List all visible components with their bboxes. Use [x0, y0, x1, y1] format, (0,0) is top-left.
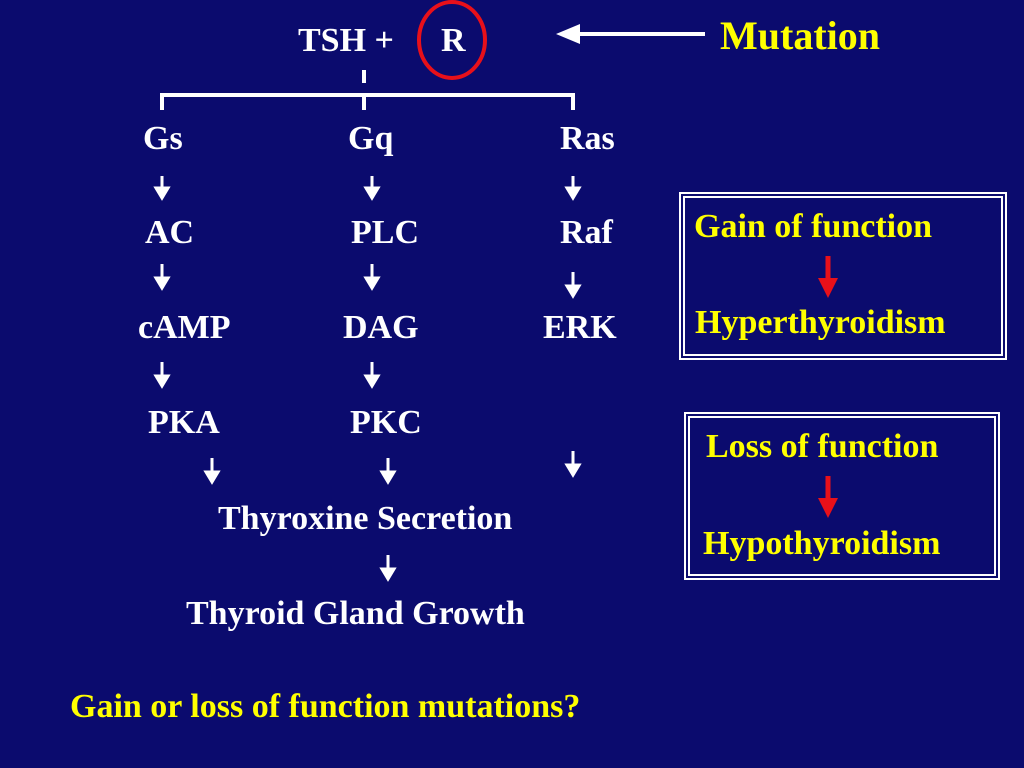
- arrow-down-icon: [564, 176, 582, 201]
- gain-of-function-title: Gain of function: [694, 208, 933, 245]
- arrow-down-icon: [153, 176, 171, 201]
- question-text: Gain or loss of function mutations?: [70, 688, 581, 725]
- red-arrow-down-icon: [818, 476, 838, 518]
- arrow-down-icon: [153, 362, 171, 389]
- arrow-down-icon: [564, 451, 582, 478]
- red-arrow-down-icon: [818, 256, 838, 298]
- hyperthyroidism-label: Hyperthyroidism: [695, 304, 946, 341]
- mutation-arrow: [556, 24, 705, 44]
- hypothyroidism-label: Hypothyroidism: [703, 525, 941, 562]
- ras-label: Ras: [560, 120, 615, 157]
- thyroid-growth-label: Thyroid Gland Growth: [186, 595, 525, 632]
- branch-bracket: [160, 70, 575, 110]
- gq-label: Gq: [348, 120, 394, 157]
- arrow-down-icon: [564, 272, 582, 299]
- arrow-down-icon: [153, 264, 171, 291]
- ac-label: AC: [145, 214, 195, 251]
- loss-of-function-title: Loss of function: [706, 428, 939, 465]
- arrow-down-icon: [379, 458, 397, 485]
- camp-label: cAMP: [138, 309, 231, 346]
- mutation-label: Mutation: [720, 13, 880, 58]
- receptor-label: R: [441, 22, 466, 59]
- arrow-down-icon: [379, 555, 397, 582]
- pkc-label: PKC: [350, 404, 422, 441]
- gain-of-function-box: [679, 192, 1007, 360]
- gs-label: Gs: [143, 120, 183, 157]
- erk-label: ERK: [543, 309, 617, 346]
- mutation-circle: [417, 0, 487, 80]
- tsh-label: TSH +: [298, 22, 394, 59]
- arrow-down-icon: [363, 176, 381, 201]
- loss-of-function-box: [684, 412, 1000, 580]
- plc-label: PLC: [351, 214, 419, 251]
- arrow-down-icon: [363, 362, 381, 389]
- pathway-arrows: [153, 176, 582, 582]
- dag-label: DAG: [343, 309, 419, 346]
- arrow-down-icon: [363, 264, 381, 291]
- arrow-down-icon: [203, 458, 221, 485]
- thyroxine-secretion-label: Thyroxine Secretion: [218, 500, 513, 537]
- pka-label: PKA: [148, 404, 220, 441]
- raf-label: Raf: [560, 214, 613, 251]
